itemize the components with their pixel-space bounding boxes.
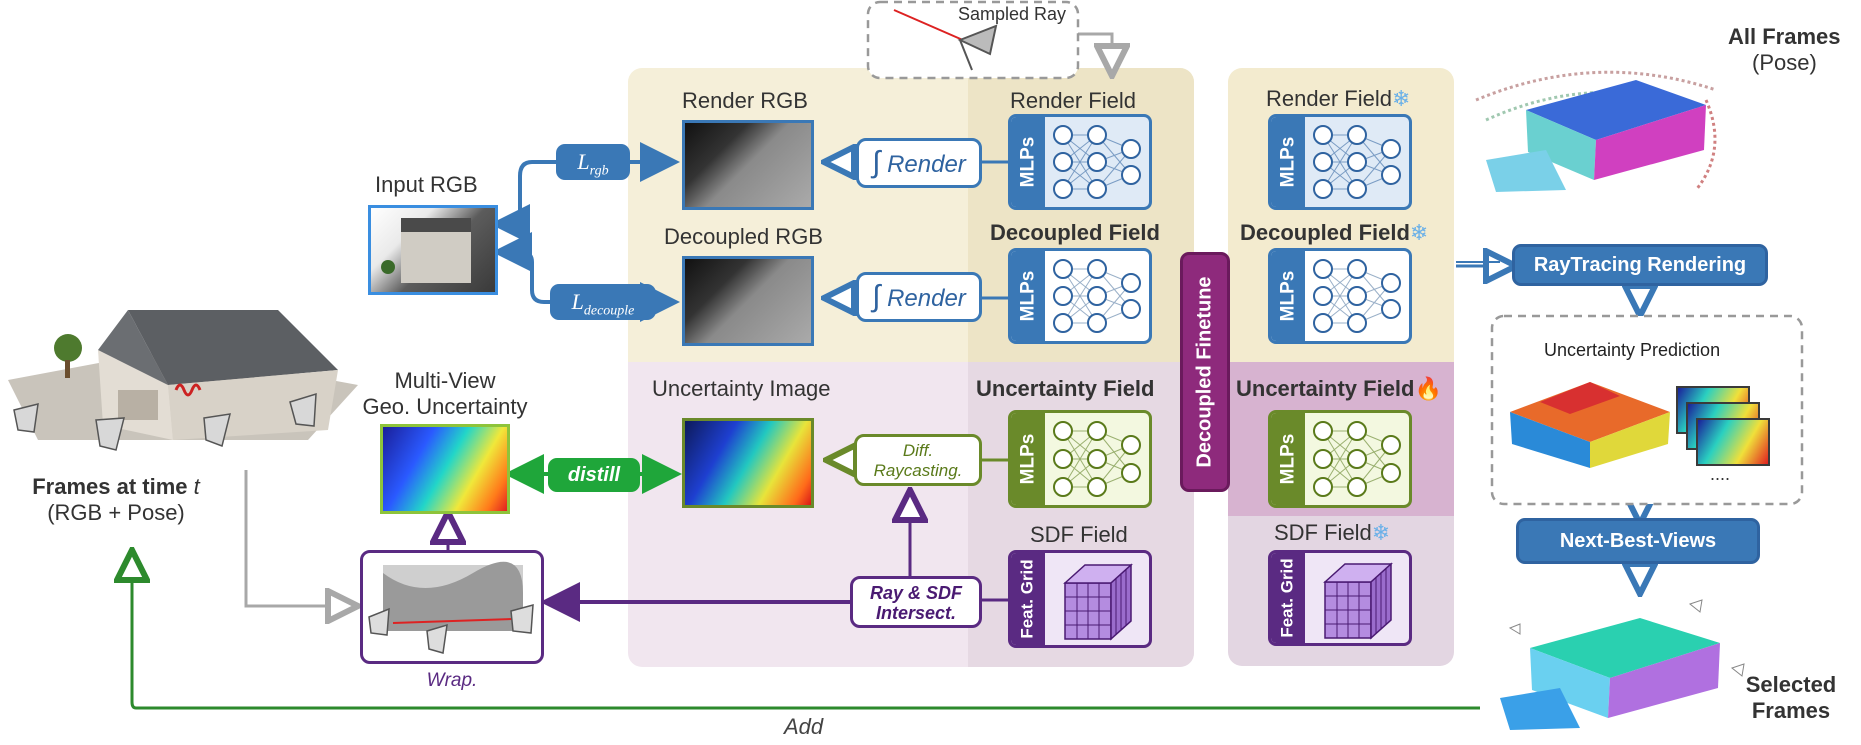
sdf-field-grid[interactable]: Feat. Grid [1008, 550, 1152, 648]
decoupled-finetune-pill[interactable]: Decoupled Finetune [1180, 252, 1230, 492]
selected-line2: Frames [1751, 698, 1831, 723]
neural-net-icon [1053, 421, 1141, 497]
selected-frames-label: Selected Frames [1736, 672, 1846, 724]
render-op2-text: Render [887, 285, 966, 312]
uncertainty-prediction-mesh [1510, 382, 1670, 468]
mlp-tag: MLPs [1011, 117, 1045, 207]
l-rgb-main: L [577, 149, 590, 174]
multiview-line2: Geo. Uncertainty [362, 394, 528, 419]
sampled-ray-label: Sampled Ray [958, 4, 1067, 24]
input-rgb-image[interactable] [368, 205, 498, 295]
render-op-button[interactable]: ∫ Render [856, 138, 982, 188]
ft-decoupled-field-mlp[interactable]: MLPs [1268, 248, 1412, 344]
render-op-text: Render [887, 151, 966, 178]
ft-decoupled-field-label: Decoupled Field❄ [1240, 220, 1428, 246]
uncertainty-field-mlp[interactable]: MLPs [1008, 410, 1152, 508]
ft-decoupled-field-text: Decoupled Field [1240, 220, 1410, 245]
neural-net-icon [1313, 421, 1401, 497]
decoupled-field-mlp[interactable]: MLPs [1008, 248, 1152, 344]
ft-render-field-text: Render Field [1266, 86, 1392, 111]
neural-net-icon [1053, 125, 1141, 199]
frames-subtitle: (RGB + Pose) [47, 500, 185, 525]
integral-icon: ∫ [872, 146, 881, 179]
diff-line1: Diff. [902, 441, 934, 460]
sdf-field-label: SDF Field [1030, 522, 1128, 547]
wrap-geometry-icon [368, 561, 534, 654]
selected-line1: Selected [1745, 672, 1837, 697]
snowflake-icon: ❄ [1409, 220, 1429, 245]
grid-tag: Feat. Grid [1011, 553, 1045, 645]
uncertainty-image[interactable] [682, 418, 814, 508]
ft-uncertainty-field-mlp[interactable]: MLPs [1268, 410, 1412, 508]
prediction-ellipsis: .... [1710, 464, 1731, 484]
all-frames-label: All Frames [1728, 24, 1841, 49]
ft-render-field-mlp[interactable]: MLPs [1268, 114, 1412, 210]
diff-line2: Raycasting. [873, 461, 963, 480]
all-frames-pose: (Pose) [1752, 50, 1817, 75]
next-best-views-button[interactable]: Next-Best-Views [1516, 518, 1760, 564]
neural-net-icon [1053, 259, 1141, 333]
frames-title-var: t [193, 474, 200, 499]
render-op2-button[interactable]: ∫ Render [856, 272, 982, 322]
snowflake-icon: ❄ [1391, 86, 1411, 111]
input-rgb-label: Input RGB [375, 172, 478, 197]
raytracing-rendering-button[interactable]: RayTracing Rendering [1512, 244, 1768, 286]
ft-sdf-field-text: SDF Field [1274, 520, 1372, 545]
mlp-tag: MLPs [1271, 117, 1305, 207]
decoupled-rgb-label: Decoupled RGB [664, 224, 823, 249]
neural-net-icon [1313, 259, 1401, 333]
voxel-grid-icon [1323, 562, 1393, 640]
ft-render-field-label: Render Field❄ [1266, 86, 1410, 112]
render-field-label: Render Field [1010, 88, 1136, 113]
fire-icon: 🔥 [1414, 376, 1442, 401]
ray-line2: Intersect. [875, 603, 957, 623]
all-frames-mesh-image [1475, 70, 1717, 192]
selected-frames-mesh-image [1500, 599, 1745, 730]
decoupled-field-label: Decoupled Field [990, 220, 1160, 245]
voxel-grid-icon [1063, 563, 1133, 641]
multiview-line1: Multi-View [394, 368, 496, 393]
render-rgb-label: Render RGB [682, 88, 808, 113]
neural-net-icon [1313, 125, 1401, 199]
wrap-label: Wrap. [426, 670, 478, 691]
frames-title: Frames at time t [0, 474, 232, 500]
l-rgb-pill[interactable]: Lrgb [556, 144, 630, 180]
mlp-tag: MLPs [1011, 251, 1045, 341]
frames-title-text: Frames at time [32, 474, 188, 499]
snowflake-icon: ❄ [1371, 520, 1391, 545]
grid-tag: Feat. Grid [1271, 553, 1305, 643]
decoupled-finetune-text: Decoupled Finetune [1193, 276, 1216, 468]
wrap-box[interactable] [360, 550, 544, 664]
ft-sdf-field-label: SDF Field❄ [1274, 520, 1390, 546]
render-field-mlp[interactable]: MLPs [1008, 114, 1152, 210]
render-rgb-image[interactable] [682, 120, 814, 210]
ft-uncertainty-field-label: Uncertainty Field🔥 [1236, 376, 1442, 402]
ft-sdf-field-grid[interactable]: Feat. Grid [1268, 550, 1412, 646]
l-decouple-pill[interactable]: Ldecouple [550, 284, 656, 320]
integral-icon: ∫ [872, 280, 881, 313]
mlp-tag: MLPs [1271, 251, 1305, 341]
add-label: Add [784, 714, 824, 739]
multiview-uncertainty-image[interactable] [380, 424, 510, 514]
decoupled-rgb-image[interactable] [682, 256, 814, 346]
mlp-tag: MLPs [1271, 413, 1305, 505]
distill-pill[interactable]: distill [548, 458, 640, 492]
l-decouple-main: L [571, 289, 584, 314]
ray-line1: Ray & SDF [869, 583, 963, 603]
uncertainty-field-label: Uncertainty Field [976, 376, 1155, 401]
mlp-tag: MLPs [1011, 413, 1045, 505]
scene-house-image [8, 310, 358, 451]
uncertainty-image-label: Uncertainty Image [652, 376, 831, 401]
l-decouple-sub: decouple [583, 303, 635, 319]
diff-raycasting-button[interactable]: Diff. Raycasting. [854, 434, 982, 486]
l-rgb-sub: rgb [589, 163, 609, 179]
multiview-label: Multi-View Geo. Uncertainty [350, 368, 540, 420]
ft-uncertainty-field-text: Uncertainty Field [1236, 376, 1415, 401]
ray-sdf-intersect-button[interactable]: Ray & SDF Intersect. [850, 576, 982, 628]
uncertainty-prediction-label: Uncertainty Prediction [1544, 340, 1721, 360]
